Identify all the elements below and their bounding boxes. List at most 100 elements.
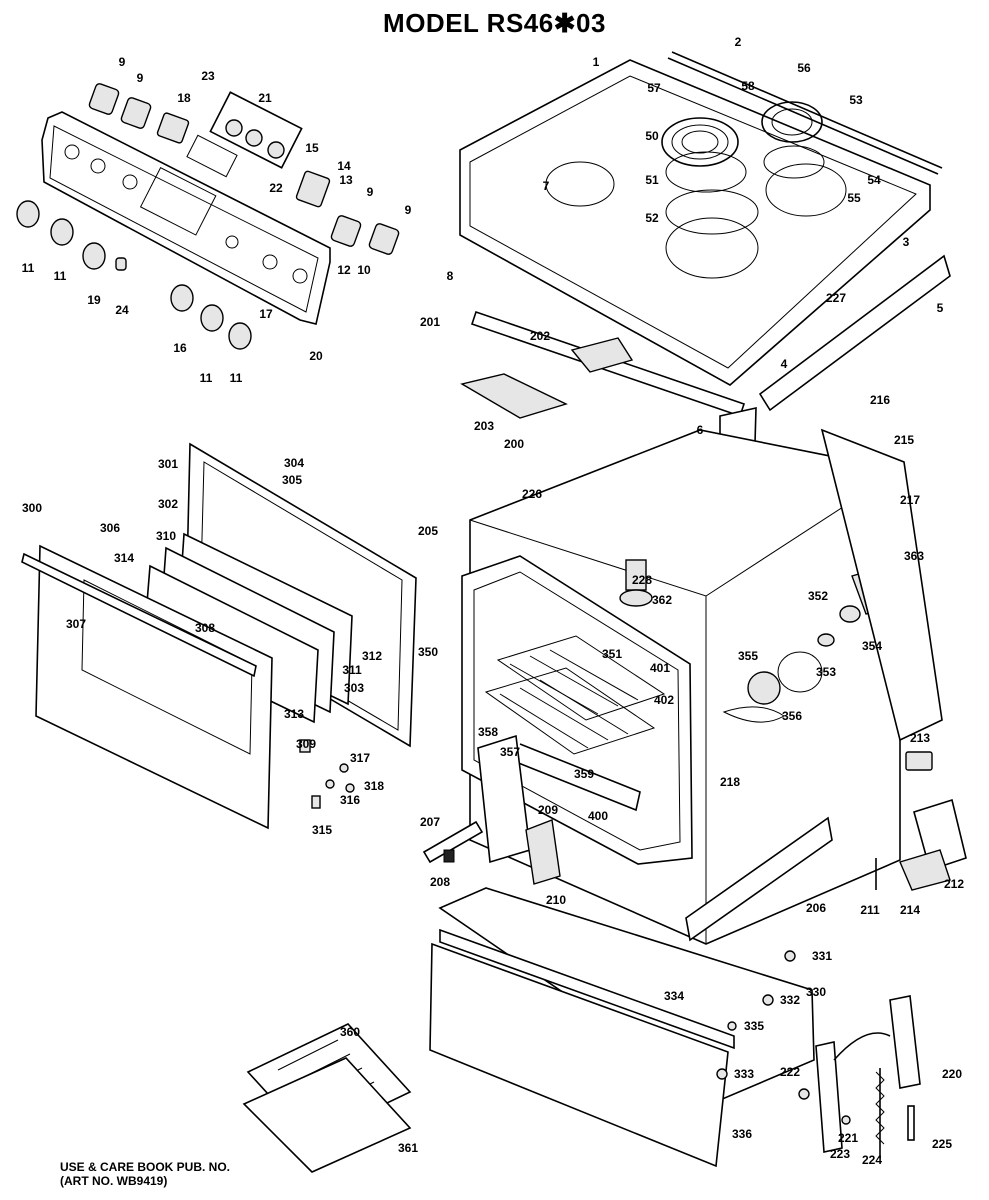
part-label-303: 303 [344, 681, 364, 695]
part-label-353: 353 [816, 665, 836, 679]
range-body-group [422, 428, 967, 945]
hinge-309 [299, 739, 311, 753]
part-label-9: 9 [405, 203, 412, 217]
part-label-57: 57 [647, 81, 661, 95]
socket-352 [839, 605, 861, 623]
lens-355 [747, 671, 781, 705]
part-label-300: 300 [22, 501, 42, 515]
part-label-208: 208 [430, 875, 450, 889]
part-label-10: 10 [357, 263, 371, 277]
part-label-210: 210 [546, 893, 566, 907]
drip-pan-52 [665, 189, 759, 235]
block-213 [905, 751, 933, 771]
part-label-56: 56 [797, 61, 811, 75]
part-label-11: 11 [54, 269, 67, 283]
part-label-11: 11 [230, 371, 243, 385]
part-label-313: 313 [284, 707, 304, 721]
part-label-24: 24 [115, 303, 129, 317]
part-label-350: 350 [418, 645, 438, 659]
diagram-title: MODEL RS46✱03 [383, 8, 606, 38]
part-label-17: 17 [259, 307, 273, 321]
part-label-317: 317 [350, 751, 370, 765]
part-label-226: 226 [522, 487, 542, 501]
part-label-51: 51 [645, 173, 659, 187]
part-label-312: 312 [362, 649, 382, 663]
part-label-53: 53 [849, 93, 863, 107]
part-label-334: 334 [664, 989, 684, 1003]
part-label-305: 305 [282, 473, 302, 487]
part-label-362: 362 [652, 593, 672, 607]
part-label-228: 228 [632, 573, 652, 587]
footer-line-1: USE & CARE BOOK PUB. NO. [60, 1160, 231, 1174]
part-label-220: 220 [942, 1067, 962, 1081]
drip-pan-54 [763, 145, 825, 179]
rack-401 [496, 635, 666, 721]
clip-315 [311, 795, 321, 809]
part-label-15: 15 [305, 141, 319, 155]
part-label-308: 308 [195, 621, 215, 635]
part-label-201: 201 [420, 315, 440, 329]
part-label-359: 359 [574, 767, 594, 781]
screw-221 [841, 1115, 851, 1125]
part-label-331: 331 [812, 949, 832, 963]
part-label-360: 360 [340, 1025, 360, 1039]
roller-331 [784, 950, 796, 962]
gasket-356 [722, 706, 785, 723]
part-label-7: 7 [543, 179, 550, 193]
latch-223 [815, 1041, 843, 1153]
cooktop-panel [459, 59, 931, 386]
part-label-224: 224 [862, 1153, 882, 1167]
part-label-9: 9 [119, 55, 126, 69]
part-label-3: 3 [903, 235, 910, 249]
oven-door-group [21, 442, 417, 830]
part-label-5: 5 [937, 301, 944, 315]
drip-pan-51 [665, 151, 747, 193]
bulb-354 [817, 633, 835, 647]
backsplash-panel [41, 111, 331, 325]
door-handle-307 [21, 552, 257, 678]
knob-19 [82, 242, 106, 270]
part-label-11: 11 [22, 261, 35, 275]
knobs-group [16, 200, 252, 350]
part-label-310: 310 [156, 529, 176, 543]
part-label-307: 307 [66, 617, 86, 631]
part-label-215: 215 [894, 433, 914, 447]
part-label-203: 203 [474, 419, 494, 433]
burner-50 [661, 117, 739, 167]
bracket-210 [525, 819, 561, 885]
knob-24 [115, 257, 127, 271]
part-label-330: 330 [806, 985, 826, 999]
part-label-6: 6 [697, 423, 704, 437]
burner-53 [761, 101, 823, 143]
knob-11c [200, 304, 224, 332]
part-label-213: 213 [910, 731, 930, 745]
rack-402 [484, 667, 656, 755]
part-label-4: 4 [781, 357, 788, 371]
part-label-332: 332 [780, 993, 800, 1007]
pin-225 [907, 1105, 915, 1141]
part-label-55: 55 [847, 191, 861, 205]
part-label-200: 200 [504, 437, 524, 451]
part-label-18: 18 [177, 91, 191, 105]
door-front-300 [35, 544, 273, 830]
part-label-336: 336 [732, 1127, 752, 1141]
part-label-11: 11 [200, 371, 213, 385]
switch-9c [330, 215, 362, 247]
part-label-304: 304 [284, 456, 304, 470]
broiler-pan-361 [242, 1057, 412, 1173]
ring-353 [777, 651, 823, 693]
footer-note: USE & CARE BOOK PUB. NO. (ART NO. WB9419… [60, 1160, 230, 1188]
part-label-222: 222 [780, 1065, 800, 1079]
timer-18 [156, 112, 190, 144]
part-label-217: 217 [900, 493, 920, 507]
part-label-361: 361 [398, 1141, 418, 1155]
part-label-311: 311 [342, 663, 362, 677]
part-label-306: 306 [100, 521, 120, 535]
broiler-pan-group [242, 1023, 412, 1173]
part-label-301: 301 [158, 457, 178, 471]
part-label-401: 401 [650, 661, 670, 675]
side-trim-5 [758, 254, 951, 412]
part-label-52: 52 [645, 211, 659, 225]
